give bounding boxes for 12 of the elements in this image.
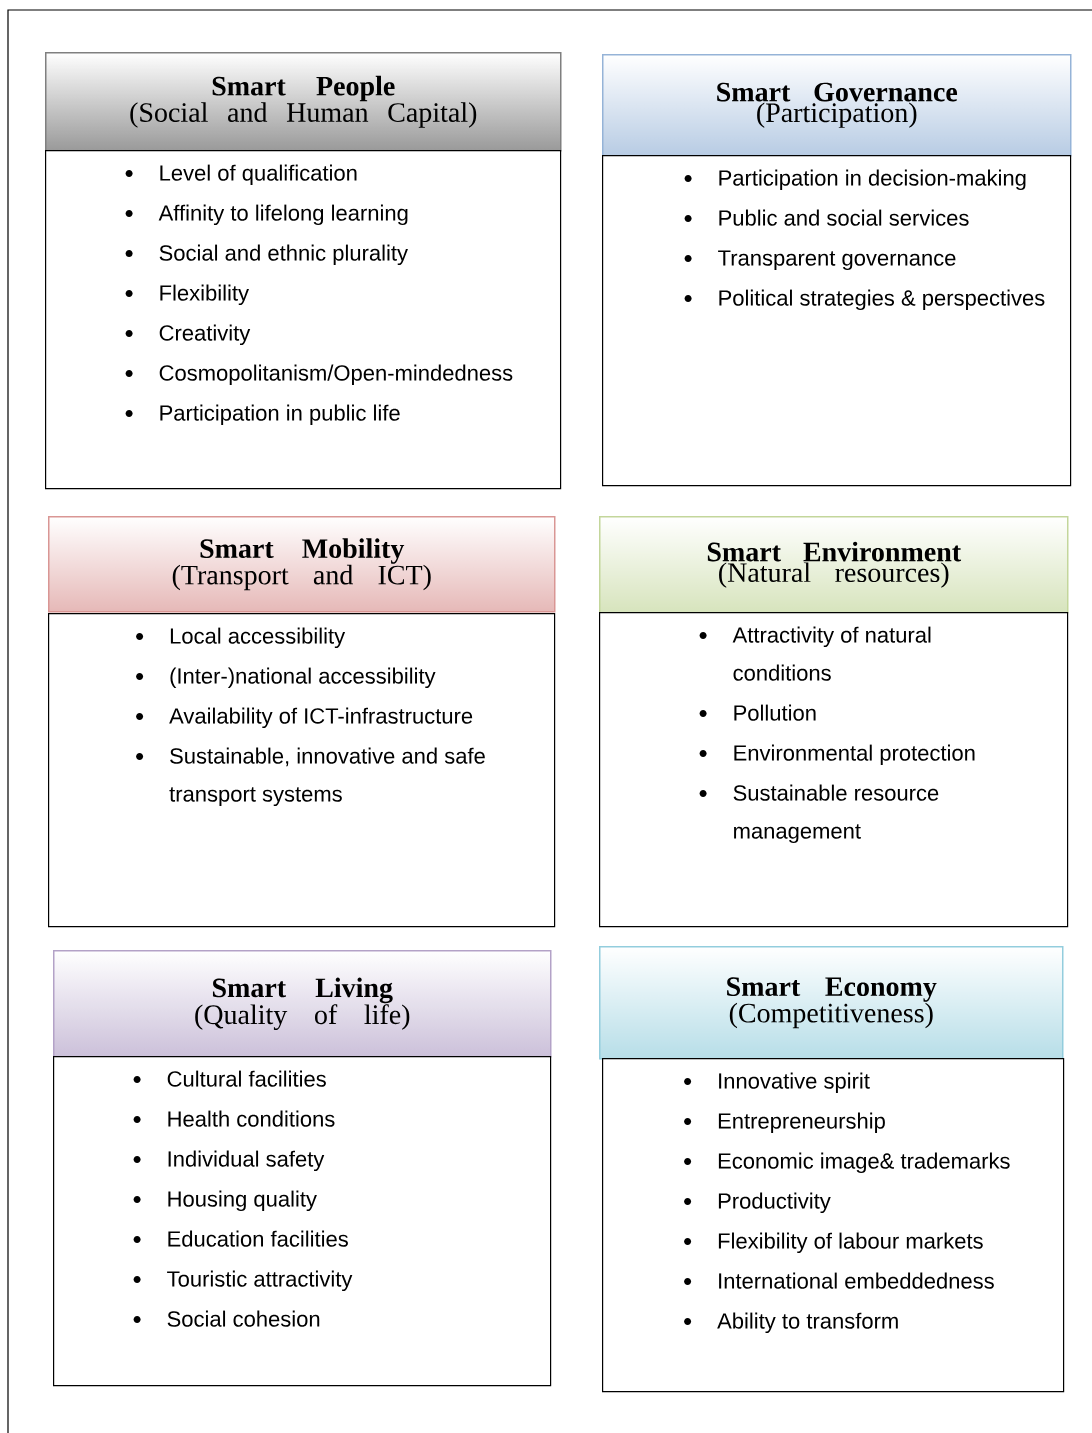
bullet-list-box: Cultural facilities Health conditions Individual safety Housing quality Education facilities Touristic attractivity Social cohesion — [53, 1056, 552, 1387]
bullet-list-box: Participation in decision-making Public and social services Transparent governance Political strategies & perspectives — [602, 155, 1072, 487]
header-box: Smart Economy (Competitiveness) — [599, 946, 1064, 1060]
header-box: Smart Environment (Natural resources) — [599, 516, 1069, 614]
bullet-list-box: Level of qualification Affinity to lifelong learning Social and ethnic plurality Flexibility Creativity Cosmopolitanism/Open-mindedness Participation in public life — [45, 150, 562, 490]
bullet-list-box: Innovative spirit Entrepreneurship Economic image& trademarks Productivity Flexibility of labour markets International embeddedness Ability to transform — [602, 1058, 1065, 1393]
bullet-list-box: Local accessibility (Inter-)national accessibility Availability of ICT-infrastructure Sustainable, innovative and safe transport systems — [48, 613, 556, 928]
header-box: Smart People (Social and Human Capital) — [45, 52, 562, 152]
header-box: Smart Mobility (Transport and ICT) — [48, 516, 556, 613]
header-box: Smart Governance (Participation) — [602, 54, 1072, 157]
bullet-list-box: Attractivity of natural conditions Pollution Environmental protection Sustainable resource management — [599, 612, 1069, 928]
header-box: Smart Living (Quality of life) — [53, 950, 552, 1058]
